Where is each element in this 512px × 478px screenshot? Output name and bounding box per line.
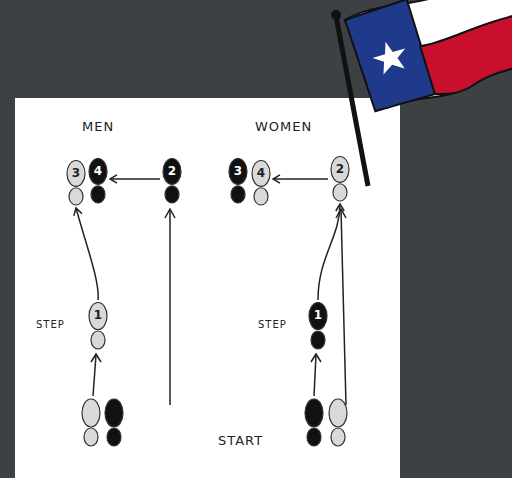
step-number: 3 — [66, 166, 86, 180]
step-arrow — [91, 209, 346, 405]
footprint: 1 — [308, 302, 328, 350]
text-label: STEP — [36, 319, 65, 330]
text-label: START — [218, 433, 263, 448]
text-label: STEP — [258, 319, 287, 330]
text-label: WOMEN — [255, 119, 312, 134]
footprint: 3 — [228, 158, 248, 204]
step-arrow — [273, 175, 328, 183]
step-arrow — [318, 204, 344, 300]
footprint: 3 — [66, 160, 86, 206]
step-number: 4 — [88, 164, 108, 178]
footprint: 2 — [162, 158, 182, 204]
step-number: 1 — [308, 308, 328, 322]
step-number: 2 — [162, 164, 182, 178]
footprint: 4 — [88, 158, 108, 204]
step-number: 1 — [88, 308, 108, 322]
footprint: 1 — [88, 302, 108, 350]
step-number: 3 — [228, 164, 248, 178]
footprint: 2 — [330, 156, 350, 202]
step-number: 2 — [330, 162, 350, 176]
texas-flag — [331, 0, 512, 186]
text-label: MEN — [82, 119, 114, 134]
step-arrow — [74, 208, 98, 300]
footprint: 4 — [251, 160, 271, 206]
step-number: 4 — [251, 166, 271, 180]
start-foot — [82, 399, 347, 446]
step-arrow — [110, 175, 160, 183]
